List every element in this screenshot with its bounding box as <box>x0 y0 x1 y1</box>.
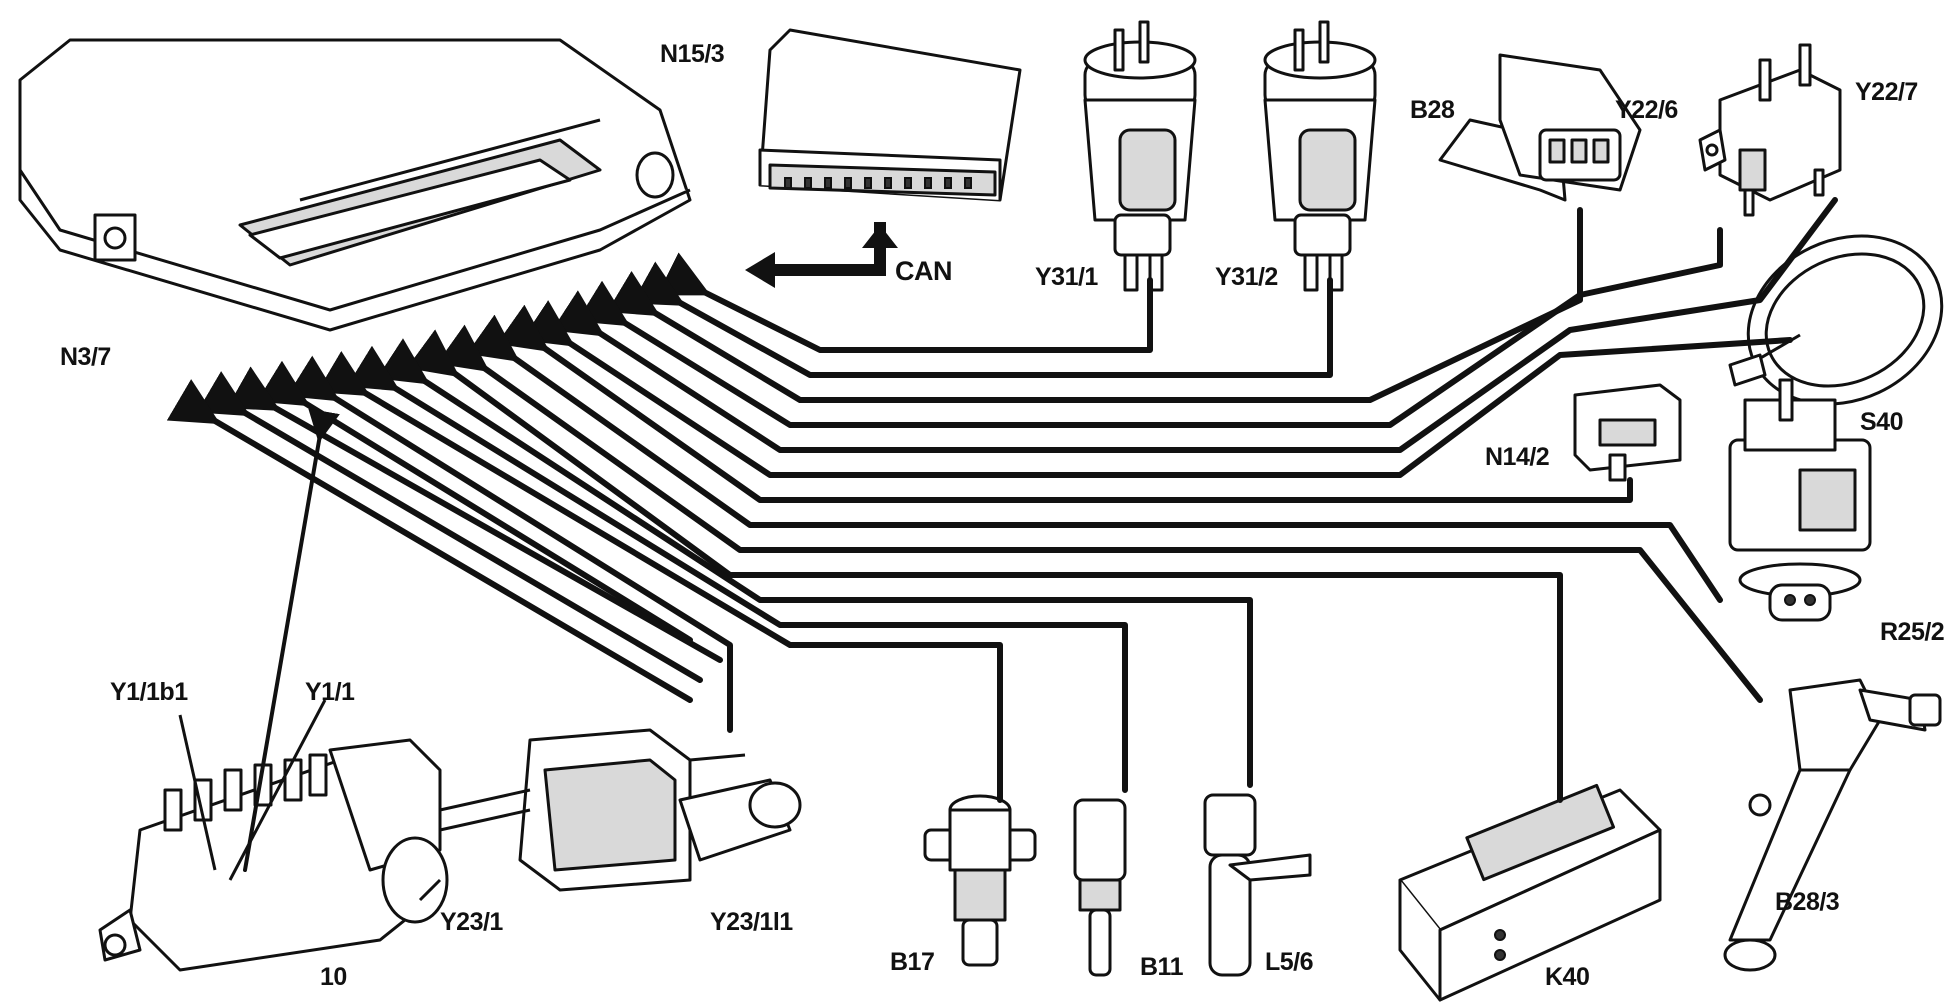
fuel-quantity-actuator-y23-1l1 <box>518 728 802 892</box>
wiring-harness <box>166 197 1838 902</box>
wire-y31-2 <box>631 261 1333 378</box>
wire-aux-4 <box>166 379 693 703</box>
wire-b17 <box>316 350 1003 803</box>
can-bus-arrow <box>745 222 898 288</box>
label-s40: S40 <box>1860 408 1903 436</box>
actuator-r25-2 <box>1728 378 1872 622</box>
label-n3-7: N3/7 <box>60 343 111 371</box>
wire-aux-2 <box>226 366 723 663</box>
wire-l5-6 <box>376 338 1253 788</box>
label-b28: B28 <box>1410 96 1455 124</box>
wire-s40 <box>521 300 1793 478</box>
wire-y31-1 <box>657 252 1153 353</box>
temp-sensor-b17 <box>923 794 1037 967</box>
wire-aux-3 <box>196 371 703 683</box>
module-n15-3 <box>758 28 1022 202</box>
wire-y23-1l1 <box>286 355 733 733</box>
wire-y22-6 <box>576 227 1723 428</box>
label-l5-6: L5/6 <box>1265 948 1313 976</box>
valve-y31-2 <box>1263 20 1377 292</box>
pressure-sensor-b28 <box>1438 53 1642 202</box>
relay-module-k40 <box>1398 783 1662 1002</box>
label-b28-3: B28/3 <box>1775 888 1839 916</box>
label-y1-1b1: Y1/1b1 <box>110 678 188 706</box>
control-unit-n3-7 <box>18 38 692 332</box>
sensor-b28-3 <box>1723 678 1942 972</box>
wire-y22-7 <box>551 197 1838 453</box>
switchover-valve-y22-6-7 <box>1698 43 1842 217</box>
wire-r25-2 <box>466 314 1723 603</box>
wire-pump-y1-1b1 <box>243 408 340 872</box>
wire-n14-2 <box>496 304 1633 503</box>
label-r25-2: R25/2 <box>1880 618 1944 646</box>
label-y31-2: Y31/2 <box>1215 263 1278 291</box>
temp-sensor-b11 <box>1073 798 1127 977</box>
label-can: CAN <box>895 256 952 286</box>
module-n14-2 <box>1573 383 1682 482</box>
label-n14-2: N14/2 <box>1485 443 1549 471</box>
label-y22-6: Y22/6 <box>1615 96 1678 124</box>
labels: N3/7 N15/3 CAN Y31/1 Y31/2 B28 Y22/6 Y22… <box>60 40 1945 991</box>
cruise-control-switch-s40 <box>1728 234 1944 406</box>
wire-b28 <box>606 207 1583 403</box>
wire-k40 <box>406 329 1563 803</box>
wire-b28-3 <box>436 324 1763 703</box>
wire-aux-1 <box>256 360 693 643</box>
label-n15-3: N15/3 <box>660 40 724 68</box>
injection-pump-10 <box>98 738 531 972</box>
label-y1-1: Y1/1 <box>305 678 355 706</box>
label-y23-1l1: Y23/1l1 <box>710 908 793 936</box>
valve-y31-1 <box>1083 20 1197 292</box>
label-y22-7: Y22/7 <box>1855 78 1918 106</box>
label-b17: B17 <box>890 948 934 976</box>
label-y31-1: Y31/1 <box>1035 263 1098 291</box>
label-y23-1: Y23/1 <box>440 908 503 936</box>
wire-b11 <box>346 345 1128 793</box>
label-pump-10: 10 <box>320 963 347 991</box>
label-k40: K40 <box>1545 963 1589 991</box>
label-b11: B11 <box>1140 953 1184 981</box>
speed-sensor-l5-6 <box>1203 793 1312 977</box>
